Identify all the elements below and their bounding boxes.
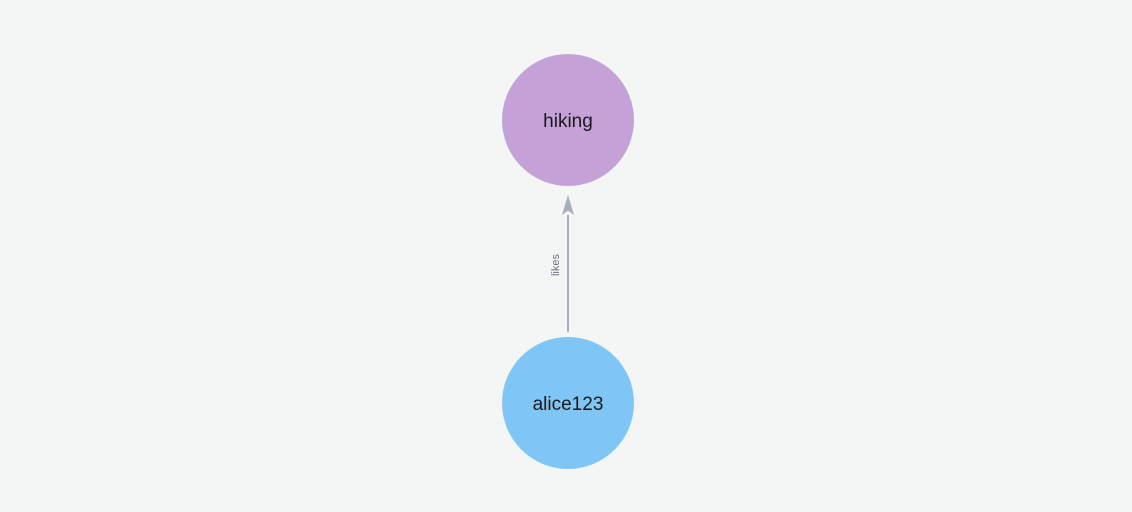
node-hiking-label: hiking: [543, 111, 593, 132]
arrowhead-icon: [562, 195, 574, 215]
node-alice123-circle[interactable]: [502, 337, 634, 469]
edge-alice123-likes-hiking[interactable]: likes: [550, 195, 574, 332]
node-alice123[interactable]: alice123: [502, 337, 634, 469]
node-hiking-circle[interactable]: [502, 54, 634, 186]
node-hiking[interactable]: hiking: [502, 54, 634, 186]
node-alice123-label: alice123: [533, 394, 604, 415]
edge-label-likes: likes: [550, 254, 562, 277]
